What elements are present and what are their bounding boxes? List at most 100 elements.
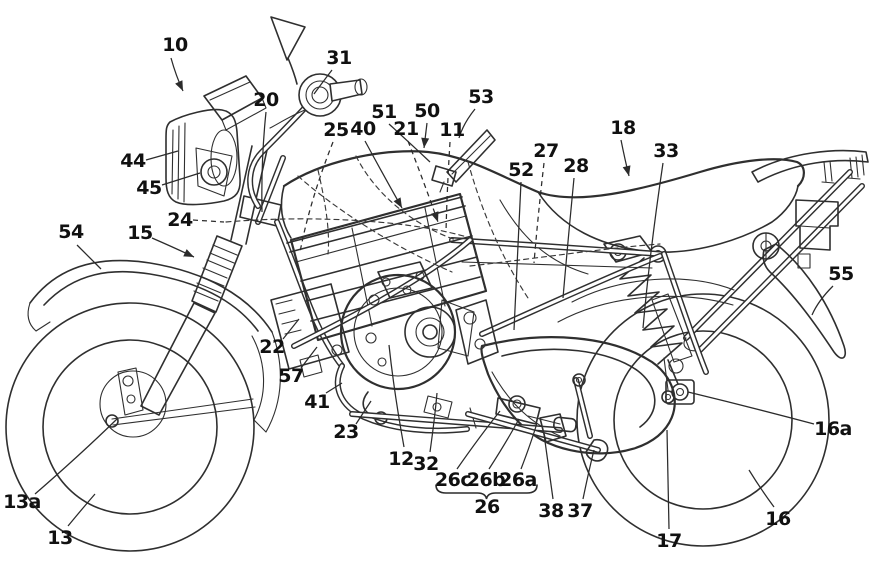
ref-label-54: 54 — [58, 221, 84, 243]
leader-line-13 — [67, 493, 96, 527]
ref-label-23: 23 — [333, 421, 359, 443]
ref-label-10: 10 — [162, 34, 188, 56]
leader-line-12 — [388, 344, 405, 448]
leader-line-41 — [325, 382, 343, 394]
leader-line-13a — [34, 418, 118, 495]
ref-label-38: 38 — [538, 500, 564, 522]
instrument-cluster — [203, 75, 267, 131]
leader-line-21 — [407, 140, 439, 223]
leader-line-23 — [355, 400, 372, 425]
ref-label-33: 33 — [653, 140, 679, 162]
leader-line-37 — [582, 449, 595, 500]
leader-line-32 — [429, 392, 438, 453]
leader-line-54 — [76, 244, 102, 270]
leader-arrowhead-40 — [393, 197, 402, 208]
ref-label-26: 26 — [474, 496, 500, 518]
ref-label-44: 44 — [120, 150, 146, 172]
ref-label-40: 40 — [350, 118, 376, 140]
tank-seat-outline — [280, 150, 805, 275]
ref-label-16a: 16a — [814, 418, 852, 440]
leader-line-11 — [445, 141, 451, 233]
leader-arrowhead-15 — [183, 249, 194, 257]
ref-label-27: 27 — [533, 140, 559, 162]
leader-line-52 — [513, 181, 522, 331]
ref-label-26b: 26b — [466, 469, 506, 491]
ref-label-17: 17 — [656, 530, 682, 552]
motor — [339, 261, 475, 425]
ref-label-53: 53 — [468, 86, 494, 108]
leader-line-27 — [533, 162, 545, 264]
ref-label-20: 20 — [253, 89, 279, 111]
leader-arrowhead-10 — [175, 80, 183, 91]
leader-line-20 — [261, 111, 267, 213]
battery-box — [286, 192, 488, 349]
ref-label-12: 12 — [388, 448, 414, 470]
ref-label-16: 16 — [765, 508, 791, 530]
front-fender — [27, 259, 281, 433]
leader-line-33 — [642, 162, 664, 329]
leader-line-31 — [313, 69, 333, 95]
leader-line-16 — [748, 469, 775, 508]
front-fork — [140, 145, 286, 416]
ref-label-21: 21 — [393, 118, 419, 140]
throttle-grip — [298, 73, 368, 117]
leader-line-53 — [458, 108, 476, 139]
leader-line-25 — [299, 141, 334, 253]
front-wheel — [5, 302, 256, 552]
ref-label-13: 13 — [47, 527, 73, 549]
leader-line-57 — [300, 346, 318, 369]
ref-label-41: 41 — [304, 391, 330, 413]
leader-line-16a — [687, 391, 815, 425]
leader-line-55 — [811, 285, 834, 316]
leader-arrowhead-50 — [421, 137, 430, 148]
ref-label-32: 32 — [413, 453, 439, 475]
tail-box — [795, 199, 839, 251]
rear-fender-flap — [752, 232, 847, 359]
leader-line-24 — [192, 219, 225, 223]
handlebar — [247, 97, 315, 209]
leader-line-51 — [388, 123, 431, 163]
ref-label-52: 52 — [508, 159, 534, 181]
hidden-lines — [225, 155, 661, 299]
leader-line-28 — [562, 177, 575, 299]
leader-arrowhead-21 — [430, 211, 439, 222]
leader-line-40 — [364, 140, 403, 209]
leader-line-26b — [488, 418, 520, 470]
leader-line-17 — [666, 429, 670, 530]
ref-label-57: 57 — [278, 365, 304, 387]
ref-label-13a: 13a — [3, 491, 41, 513]
controller-box — [270, 283, 350, 378]
ref-label-31: 31 — [326, 47, 352, 69]
rear-rack — [683, 149, 869, 353]
mirror — [270, 16, 306, 85]
ref-label-26c: 26c — [434, 469, 472, 491]
ref-label-15: 15 — [127, 222, 153, 244]
side-stand — [465, 373, 609, 462]
ref-label-11: 11 — [439, 119, 465, 141]
ref-label-26a: 26a — [499, 469, 537, 491]
ref-label-28: 28 — [563, 155, 589, 177]
leader-arrowhead-18 — [622, 165, 631, 176]
stand-linkage — [495, 395, 561, 425]
leader-line-44 — [145, 150, 179, 161]
turn-signal — [431, 129, 496, 193]
leader-line-45 — [161, 172, 201, 186]
ref-label-50: 50 — [414, 100, 440, 122]
brace-26 — [435, 484, 538, 500]
ref-label-25: 25 — [323, 119, 349, 141]
ref-label-18: 18 — [610, 117, 636, 139]
rear-wheel — [576, 293, 830, 547]
leader-line-26a — [520, 422, 538, 470]
ref-label-55: 55 — [828, 263, 854, 285]
ref-label-51: 51 — [371, 101, 397, 123]
leader-line-38 — [543, 433, 554, 500]
ref-label-45: 45 — [136, 177, 162, 199]
brake-lever — [269, 109, 306, 129]
leader-line-26c — [456, 410, 501, 470]
leader-line-22 — [282, 318, 300, 340]
ref-label-22: 22 — [259, 336, 285, 358]
ref-label-37: 37 — [567, 500, 593, 522]
